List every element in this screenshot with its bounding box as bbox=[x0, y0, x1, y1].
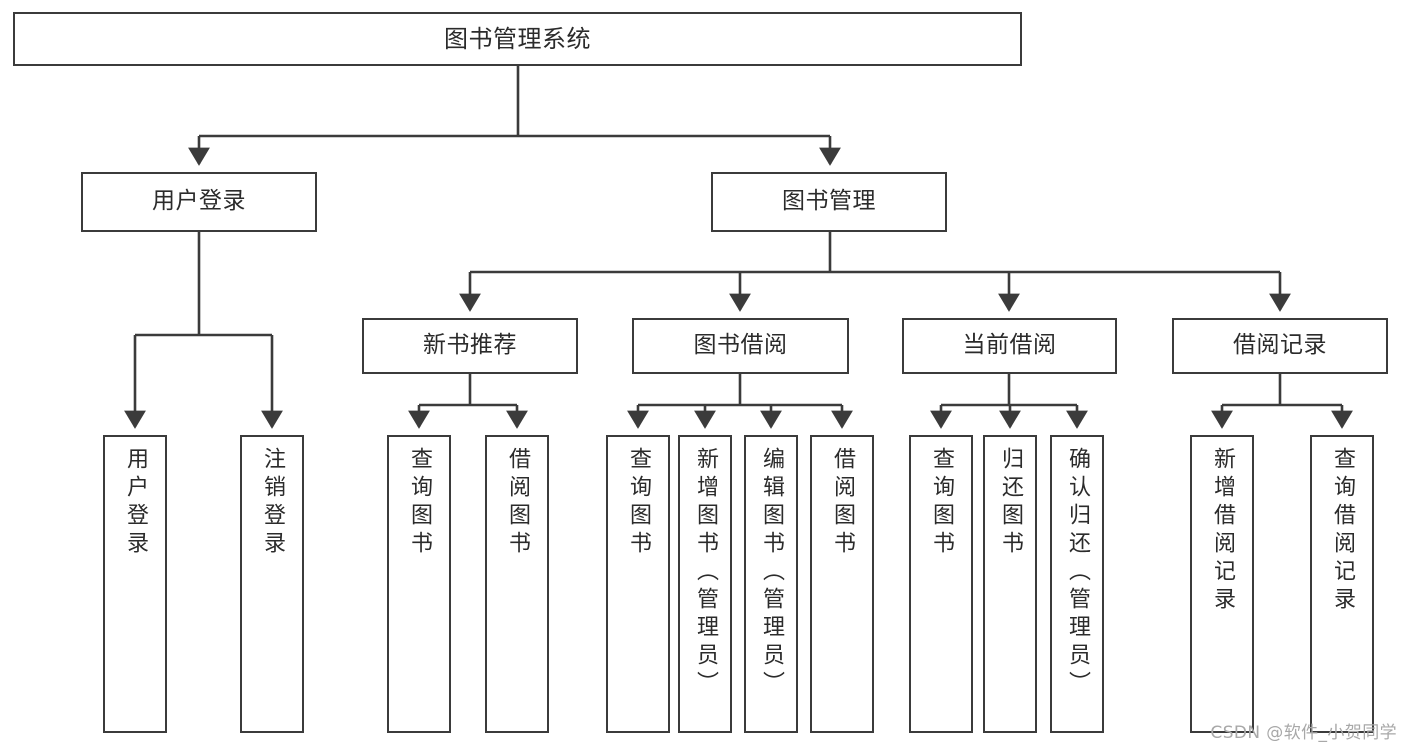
node-current-borrow[interactable]: 当前借阅 bbox=[902, 318, 1117, 374]
node-book-management-label: 图书管理 bbox=[782, 188, 876, 215]
csdn-watermark: CSDN @软件_小贺同学 bbox=[1210, 723, 1397, 743]
node-leaf-return-book[interactable]: 归还图书 bbox=[983, 435, 1037, 733]
node-root-label: 图书管理系统 bbox=[444, 24, 591, 53]
node-new-book-recommend[interactable]: 新书推荐 bbox=[362, 318, 578, 374]
node-leaf-logout-login[interactable]: 注销登录 bbox=[240, 435, 304, 733]
node-leaf-query-book-3[interactable]: 查询图书 bbox=[909, 435, 973, 733]
node-book-borrow-label: 图书借阅 bbox=[693, 332, 788, 359]
node-leaf-return-book-label: 归还图书 bbox=[998, 447, 1023, 559]
node-leaf-edit-book-admin[interactable]: 编辑图书（管理员） bbox=[744, 435, 798, 733]
node-leaf-logout-login-label: 注销登录 bbox=[260, 447, 285, 559]
node-leaf-borrow-book-1[interactable]: 借阅图书 bbox=[485, 435, 549, 733]
node-user-login-label: 用户登录 bbox=[152, 188, 246, 215]
node-current-borrow-label: 当前借阅 bbox=[962, 332, 1057, 359]
node-leaf-user-login[interactable]: 用户登录 bbox=[103, 435, 167, 733]
node-leaf-add-borrow-record[interactable]: 新增借阅记录 bbox=[1190, 435, 1254, 733]
node-leaf-user-login-label: 用户登录 bbox=[123, 447, 148, 559]
node-book-management[interactable]: 图书管理 bbox=[711, 172, 947, 232]
node-borrow-record[interactable]: 借阅记录 bbox=[1172, 318, 1388, 374]
node-leaf-add-book-admin[interactable]: 新增图书（管理员） bbox=[678, 435, 732, 733]
node-leaf-confirm-return-admin-label: 确认归还（管理员） bbox=[1065, 447, 1090, 699]
node-new-book-recommend-label: 新书推荐 bbox=[423, 332, 517, 359]
node-borrow-record-label: 借阅记录 bbox=[1233, 332, 1327, 359]
node-leaf-confirm-return-admin[interactable]: 确认归还（管理员） bbox=[1050, 435, 1104, 733]
node-root[interactable]: 图书管理系统 bbox=[13, 12, 1022, 66]
node-leaf-query-book-3-label: 查询图书 bbox=[929, 447, 954, 559]
node-leaf-query-borrow-record-label: 查询借阅记录 bbox=[1330, 447, 1355, 615]
node-leaf-borrow-book-1-label: 借阅图书 bbox=[505, 447, 530, 559]
node-leaf-query-book-1-label: 查询图书 bbox=[407, 447, 432, 559]
node-leaf-edit-book-admin-label: 编辑图书（管理员） bbox=[759, 447, 784, 699]
node-leaf-borrow-book-2-label: 借阅图书 bbox=[830, 447, 855, 559]
node-book-borrow[interactable]: 图书借阅 bbox=[632, 318, 849, 374]
node-leaf-add-borrow-record-label: 新增借阅记录 bbox=[1210, 447, 1235, 615]
node-leaf-query-book-1[interactable]: 查询图书 bbox=[387, 435, 451, 733]
node-user-login[interactable]: 用户登录 bbox=[81, 172, 317, 232]
node-leaf-query-book-2-label: 查询图书 bbox=[626, 447, 651, 559]
node-leaf-borrow-book-2[interactable]: 借阅图书 bbox=[810, 435, 874, 733]
node-leaf-query-book-2[interactable]: 查询图书 bbox=[606, 435, 670, 733]
node-leaf-add-book-admin-label: 新增图书（管理员） bbox=[693, 447, 718, 699]
node-leaf-query-borrow-record[interactable]: 查询借阅记录 bbox=[1310, 435, 1374, 733]
